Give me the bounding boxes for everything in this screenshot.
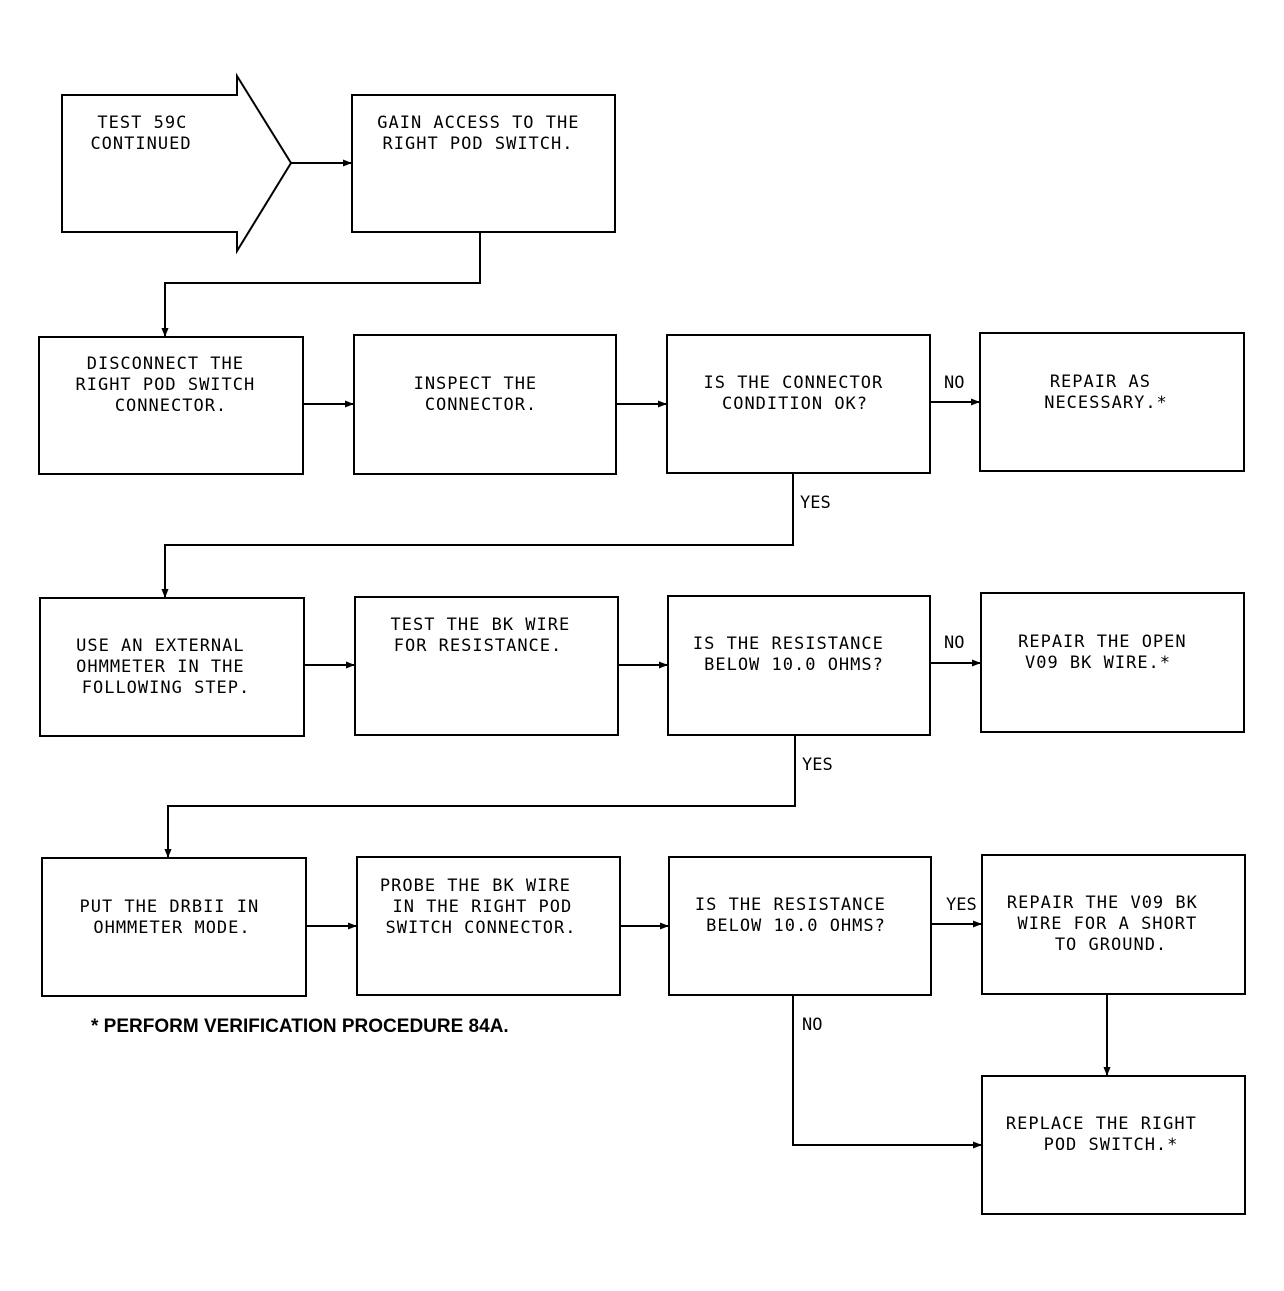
step-disconnect: DISCONNECT THE RIGHT POD SWITCH CONNECTO… [38, 336, 304, 475]
put-drbii-line-2: OHMMETER MODE. [93, 918, 250, 938]
use-ohmmeter-line-3: FOLLOWING STEP. [82, 678, 251, 698]
connector-ok-line-2: CONDITION OK? [722, 394, 868, 414]
connectors [161, 159, 1111, 1149]
arrow-gain-to-disconnect [161, 232, 481, 337]
label-q1-yes: YES [800, 493, 831, 513]
step-repair-short: REPAIR THE V09 BK WIRE FOR A SHORT TO GR… [981, 854, 1246, 995]
decision-resistance-1: IS THE RESISTANCE BELOW 10.0 OHMS? [667, 595, 931, 736]
disconnect-line-1: DISCONNECT THE [87, 354, 244, 374]
label-q3-yes: YES [946, 895, 977, 915]
step-put-drbii: PUT THE DRBII IN OHMMETER MODE. [41, 857, 307, 997]
probe-bk-line-2: IN THE RIGHT POD [392, 897, 572, 917]
svg-text:REPAIR THE V09 BK WIRE F: REPAIR THE V09 BK WIRE FOR A SHORT TO GR… [1007, 893, 1209, 955]
start-line-2: CONTINUED [90, 134, 191, 154]
resistance-q2-line-2: BELOW 10.0 OHMS? [706, 916, 886, 936]
step-inspect: INSPECT THE CONNECTOR. [353, 334, 617, 475]
repair-open-line-1: REPAIR THE OPEN [1018, 632, 1187, 652]
repair-short-line-1: REPAIR THE V09 BK [1007, 893, 1198, 913]
replace-switch-line-1: REPLACE THE RIGHT [1006, 1114, 1197, 1134]
svg-text:IS THE CONNECTOR CONDITI: IS THE CONNECTOR CONDITION OK? [703, 373, 894, 414]
repair-necessary-line-2: NECESSARY.* [1044, 393, 1168, 413]
put-drbii-line-1: PUT THE DRBII IN [79, 897, 259, 917]
inspect-line-2: CONNECTOR. [425, 395, 537, 415]
step-gain-access: GAIN ACCESS TO THE RIGHT POD SWITCH. [351, 94, 616, 233]
svg-text:INSPECT THE CONNECTOR.: INSPECT THE CONNECTOR. [414, 374, 549, 415]
connector-ok-line-1: IS THE CONNECTOR [703, 373, 883, 393]
label-q1-no: NO [944, 373, 964, 393]
disconnect-line-2: RIGHT POD SWITCH [75, 375, 255, 395]
label-q2-yes: YES [802, 755, 833, 775]
svg-text:REPAIR THE OPEN V09 BK W: REPAIR THE OPEN V09 BK WIRE.* [1018, 632, 1198, 673]
svg-text:IS THE RESISTANCE BELOW: IS THE RESISTANCE BELOW 10.0 OHMS? [693, 634, 895, 675]
start-arrow: TEST 59C CONTINUED [61, 72, 293, 255]
inspect-line-1: INSPECT THE [414, 374, 538, 394]
step-test-bk-wire: TEST THE BK WIRE FOR RESISTANCE. [354, 596, 619, 736]
step-probe-bk-wire: PROBE THE BK WIRE IN THE RIGHT POD SWITC… [356, 856, 621, 996]
gain-access-line-2: RIGHT POD SWITCH. [383, 134, 574, 154]
use-ohmmeter-line-2: OHMMETER IN THE [76, 657, 245, 677]
svg-text:GAIN ACCESS TO THE RIGHT: GAIN ACCESS TO THE RIGHT POD SWITCH. [377, 113, 590, 154]
use-ohmmeter-line-1: USE AN EXTERNAL [76, 636, 245, 656]
start-text: TEST 59C CONTINUED [90, 113, 198, 154]
svg-text:PUT THE DRBII IN OHMMETE: PUT THE DRBII IN OHMMETER MODE. [79, 897, 270, 938]
svg-text:TEST THE BK WIRE FOR RES: TEST THE BK WIRE FOR RESISTANCE. [390, 615, 581, 656]
label-q2-no: NO [944, 633, 964, 653]
arrow-resistance-1-yes [164, 735, 796, 858]
decision-resistance-2: IS THE RESISTANCE BELOW 10.0 OHMS? [668, 856, 932, 996]
start-line-1: TEST 59C [97, 113, 187, 133]
resistance-q1-line-1: IS THE RESISTANCE [693, 634, 884, 654]
repair-short-line-3: TO GROUND. [1055, 935, 1167, 955]
svg-text:PROBE THE BK WIRE IN THE: PROBE THE BK WIRE IN THE RIGHT POD SWITC… [380, 876, 584, 938]
resistance-q2-line-1: IS THE RESISTANCE [695, 895, 886, 915]
arrow-resistance-2-no [792, 995, 982, 1149]
resistance-q1-line-2: BELOW 10.0 OHMS? [704, 655, 884, 675]
label-q3-no: NO [802, 1015, 822, 1035]
step-repair-as-necessary: REPAIR AS NECESSARY.* [979, 332, 1245, 472]
repair-short-line-2: WIRE FOR A SHORT [1017, 914, 1197, 934]
disconnect-line-3: CONNECTOR. [115, 396, 227, 416]
probe-bk-line-1: PROBE THE BK WIRE [380, 876, 571, 896]
svg-text:USE AN EXTERNAL OHMMETER: USE AN EXTERNAL OHMMETER IN THE FOLLOWIN… [76, 636, 256, 698]
gain-access-line-1: GAIN ACCESS TO THE [377, 113, 579, 133]
step-replace-switch: REPLACE THE RIGHT POD SWITCH.* [981, 1075, 1246, 1215]
svg-text:REPAIR AS NECESSARY.*: REPAIR AS NECESSARY.* [1044, 372, 1168, 413]
repair-open-line-2: V09 BK WIRE.* [1025, 653, 1171, 673]
footnote: * PERFORM VERIFICATION PROCEDURE 84A. [91, 1016, 509, 1037]
step-use-ohmmeter: USE AN EXTERNAL OHMMETER IN THE FOLLOWIN… [39, 597, 305, 737]
repair-necessary-line-1: REPAIR AS [1050, 372, 1151, 392]
step-repair-open: REPAIR THE OPEN V09 BK WIRE.* [980, 592, 1245, 733]
arrow-connector-ok-yes [161, 473, 794, 598]
replace-switch-line-2: POD SWITCH.* [1044, 1135, 1179, 1155]
svg-text:IS THE RESISTANCE BELOW: IS THE RESISTANCE BELOW 10.0 OHMS? [695, 895, 897, 936]
test-bk-line-2: FOR RESISTANCE. [394, 636, 563, 656]
svg-text:DISCONNECT THE RIGHT POD: DISCONNECT THE RIGHT POD SWITCH CONNECTO… [75, 354, 266, 416]
decision-connector-ok: IS THE CONNECTOR CONDITION OK? [666, 334, 931, 474]
test-bk-line-1: TEST THE BK WIRE [390, 615, 570, 635]
svg-text:REPLACE THE RIGHT POD SW: REPLACE THE RIGHT POD SWITCH.* [1006, 1114, 1208, 1155]
probe-bk-line-3: SWITCH CONNECTOR. [386, 918, 577, 938]
